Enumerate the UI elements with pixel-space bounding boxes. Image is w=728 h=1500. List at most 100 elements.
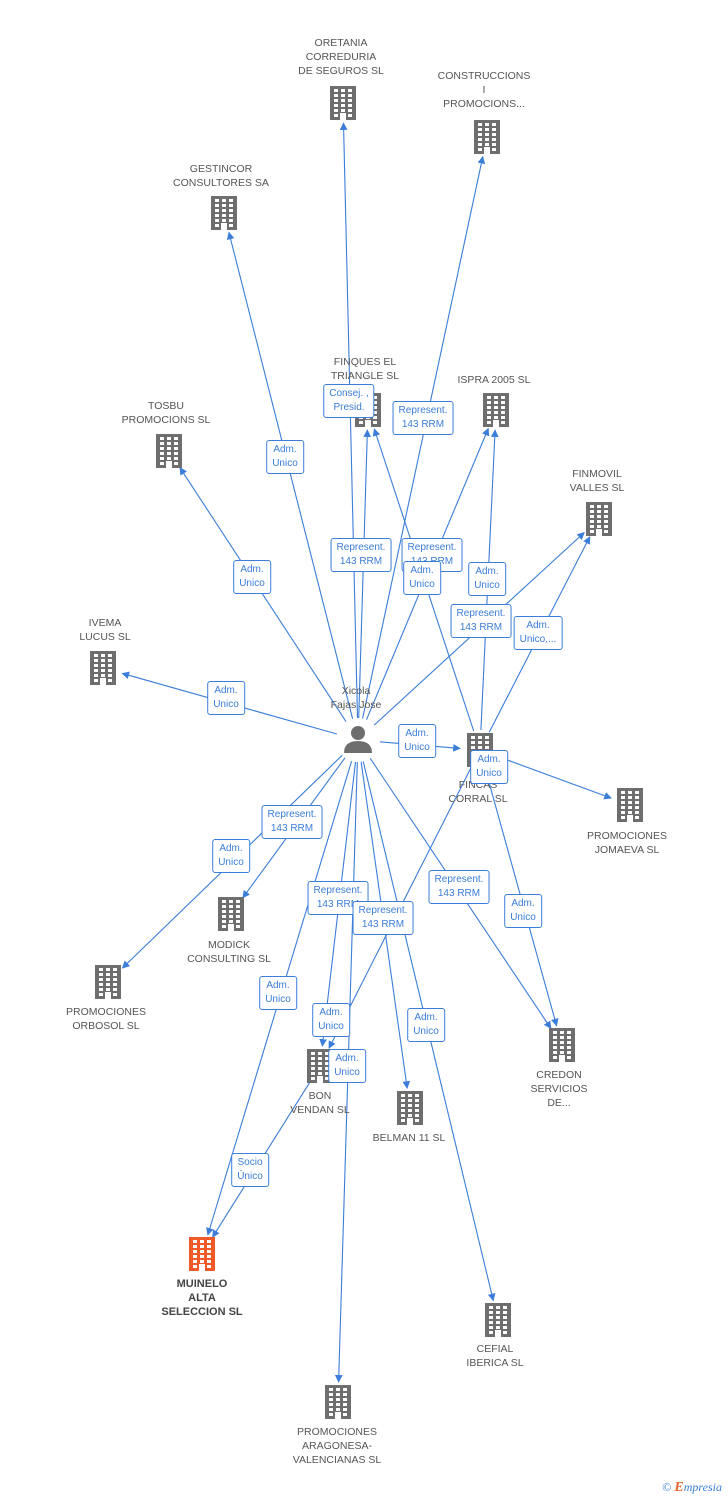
edge-label-line: 143 RRM [339,556,383,567]
building-icon[interactable] [218,897,244,931]
edge-label-line: Unico [404,742,430,753]
edge-label-line: Adm. [410,565,434,576]
edge-label-rep-finmovil[interactable]: Represent.143 RRM [450,604,512,638]
edge-label-adm-orbosol[interactable]: Adm.Unico [212,839,250,873]
edge-label-adm-cefial[interactable]: Adm. Unico [407,1008,445,1042]
edge-label-rep-credon[interactable]: Represent.143 RRM [428,870,490,904]
building-icon[interactable] [485,1303,511,1337]
node-label-line: PROMOCIONES [587,830,667,842]
edge-label-adm-tosbu[interactable]: Adm.Unico [233,560,271,594]
edge-label-line: Adm. [414,1012,438,1023]
edge-label-adm-muinelo[interactable]: Adm.Unico [259,976,297,1010]
edge-label-adm-gestincor[interactable]: Adm.Unico [266,440,304,474]
node-label-belman[interactable]: BELMAN 11 SL [373,1131,446,1145]
edge-label-line: Represent. [407,542,457,553]
node-label-line: PROMOCIONES [297,1426,377,1438]
node-label-line: TRIANGLE SL [330,370,400,382]
building-icon[interactable] [325,1385,351,1419]
person-icon[interactable] [344,726,372,753]
building-icon[interactable] [617,788,643,822]
edge-label-line: Unico [318,1021,344,1032]
building-icon[interactable] [586,502,612,536]
node-label-tosbu[interactable]: TOSBU PROMOCIONS SL [122,399,211,427]
node-label-line: PROMOCIONS... [443,98,525,110]
node-label-line: CONSULTORES SA [173,177,269,189]
edge-label-line: Represent. [267,809,317,820]
building-icon[interactable] [156,434,182,468]
edge-label-line: Unico [213,699,239,710]
building-icon[interactable] [95,965,121,999]
edge-person-to-tosbu [179,467,347,722]
edge-label-adm-ispra[interactable]: Adm.Unico [403,561,441,595]
node-label-line: FINMOVIL [572,468,622,480]
edge-label-rep-finques[interactable]: Represent.143 RRM [392,401,454,435]
edge-label-rep-belman[interactable]: Represent.143 RRM [352,901,414,935]
building-icon[interactable] [549,1028,575,1062]
node-label-line: CORREDURIA [305,51,377,63]
edge-label-adm-jomaeva[interactable]: Adm.Unico [470,750,508,784]
edge-label-adm-bon-2[interactable]: Adm. Unico [328,1049,366,1083]
edge-label-rep-construccions[interactable]: Represent. 143 RRM [330,538,392,572]
node-label-line: CONSTRUCCIONS [437,70,531,82]
edge-label-line: 143 RRM [437,888,481,899]
edge-label-adm-ivema[interactable]: Adm.Unico [207,681,245,715]
edge-label-adm-finmovil[interactable]: Adm.Unico,... [513,616,563,650]
building-icon[interactable] [330,86,356,120]
node-label-ispra[interactable]: ISPRA 2005 SL [458,373,531,387]
brand-footer[interactable]: ©Empresia [662,1480,722,1496]
node-label-line: IVEMA [88,617,122,629]
edge-label-consej[interactable]: Consej. ,Presid. [323,384,375,418]
building-icon[interactable] [189,1237,215,1271]
node-label-line: MODICK [207,939,250,951]
edge-label-adm-credon[interactable]: Adm.Unico [504,894,542,928]
copyright-icon: © [662,1480,672,1494]
edge-label-adm-fincas[interactable]: Adm.Unico [398,724,436,758]
edge-label-line: Unico [413,1026,439,1037]
edge-label-line: Unico [334,1067,360,1078]
node-label-line: Fajas Jose [330,699,382,711]
node-label-line: PROMOCIONS SL [121,414,211,426]
edge-label-line: Represent. [336,542,386,553]
edge-label-line: Socio [237,1157,263,1168]
node-label-finques[interactable]: FINQUES EL TRIANGLE SL [331,355,399,383]
node-label-modick[interactable]: MODICK CONSULTING SL [187,938,271,966]
node-label-line: TOSBU [148,400,184,412]
building-icon[interactable] [211,196,237,230]
node-label-line: SERVICIOS [530,1083,588,1095]
node-label-line: FINQUES EL [333,356,397,368]
edge-label-adm-ispra-2[interactable]: Adm.Unico [468,562,506,596]
building-icon[interactable] [397,1091,423,1125]
edge-person-to-oretania [339,122,359,719]
building-icon[interactable] [483,393,509,427]
building-icon[interactable] [90,651,116,685]
edge-label-line: Unico [476,768,502,779]
node-label-line: DE SEGUROS SL [298,65,384,77]
edge-label-adm-bon[interactable]: Adm.Unico [312,1003,350,1037]
node-label-line: CONSULTING SL [187,953,271,965]
edge-label-line: Adm. [526,620,550,631]
edge-label-line: 143 RRM [459,622,503,633]
edge-label-line: 143 RRM [361,919,405,930]
building-icon[interactable] [474,120,500,154]
edge-label-line: Adm. [335,1053,359,1064]
edge-label-rep-modick[interactable]: Represent.143 RRM [261,805,323,839]
node-label-line: CORRAL SL [448,793,508,805]
node-label-line: IBERICA SL [466,1357,524,1369]
edge-label-line: Unico [272,458,298,469]
